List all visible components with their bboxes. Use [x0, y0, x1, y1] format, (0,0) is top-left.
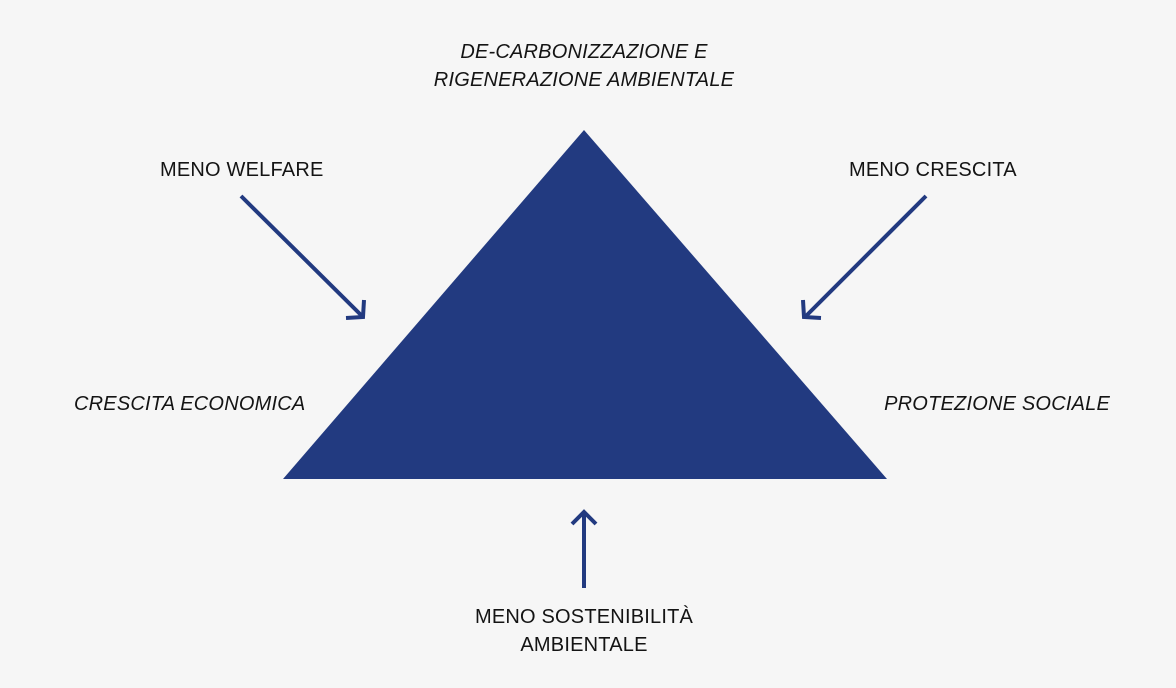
- vertex-label-top: DE-CARBONIZZAZIONE E RIGENERAZIONE AMBIE…: [384, 38, 784, 94]
- pressure-label-bottom-line-2: AMBIENTALE: [520, 634, 648, 656]
- vertex-label-left: CRESCITA ECONOMICA: [74, 393, 306, 415]
- trilemma-triangle: [283, 130, 887, 479]
- arrow-down-right-icon: [239, 194, 366, 320]
- arrow-down-left-icon: [801, 194, 928, 320]
- pressure-label-bottom: MENO SOSTENIBILITÀ AMBIENTALE: [384, 603, 784, 659]
- vertex-label-right: PROTEZIONE SOCIALE: [884, 393, 1110, 415]
- vertex-label-top-line-1: DE-CARBONIZZAZIONE E: [460, 41, 708, 63]
- vertex-label-top-line-2: RIGENERAZIONE AMBIENTALE: [433, 69, 735, 91]
- pressure-label-left: MENO WELFARE: [160, 159, 324, 181]
- pressure-label-bottom-line-1: MENO SOSTENIBILITÀ: [474, 606, 694, 628]
- arrow-up-icon: [570, 509, 598, 588]
- pressure-label-right: MENO CRESCITA: [849, 159, 1017, 181]
